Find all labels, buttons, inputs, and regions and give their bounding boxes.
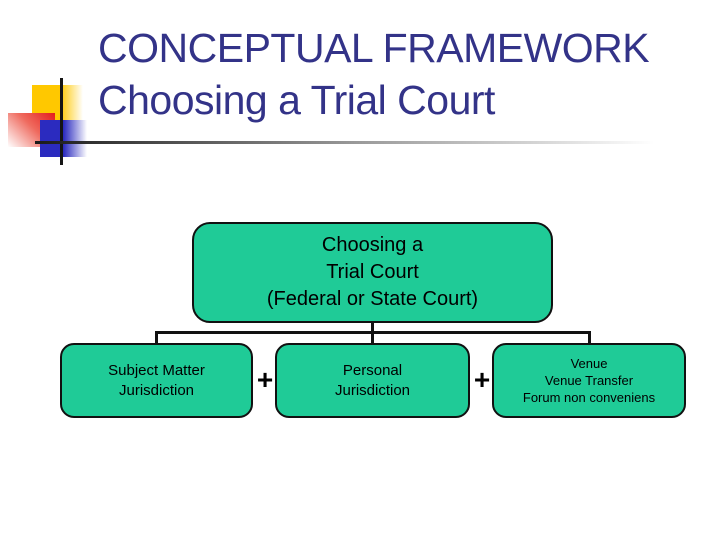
connector-horizontal [156,331,591,334]
top-node-line-1: Choosing a [321,234,424,256]
title-line-1: CONCEPTUAL FRAMEWORK [98,25,650,71]
plus-operator-1: + [256,364,274,395]
diagram-node-subject-matter-jurisdiction: Subject Matter Jurisdiction [60,343,253,418]
decoration-blue-square [40,120,87,157]
top-node-line-2: Trial Court [326,261,419,283]
personal-jurisdiction-line-1: Personal [342,361,403,379]
plus-operator-2: + [473,364,491,395]
venue-line-3: Forum non conveniens [522,390,656,405]
slide-title: CONCEPTUAL FRAMEWORK Choosing a Trial Co… [98,22,650,126]
diagram-node-personal-jurisdiction: Personal Jurisdiction [275,343,470,418]
personal-jurisdiction-line-2: Jurisdiction [334,381,411,399]
venue-line-1: Venue [570,356,608,371]
venue-line-2: Venue Transfer [544,373,634,388]
connector-left-drop [155,331,158,344]
diagram-node-venue: Venue Venue Transfer Forum non convenien… [492,343,686,418]
subject-matter-line-1: Subject Matter [108,361,205,379]
top-node-line-3: (Federal or State Court) [266,288,479,310]
diagram-node-choosing-a-trial-court: Choosing a Trial Court (Federal or State… [192,222,553,323]
connector-right-drop [588,331,591,344]
decoration-vertical-line [60,78,63,165]
title-underline-rule [35,141,680,144]
subject-matter-line-2: Jurisdiction [118,381,195,399]
title-line-2: Choosing a Trial Court [98,77,495,123]
